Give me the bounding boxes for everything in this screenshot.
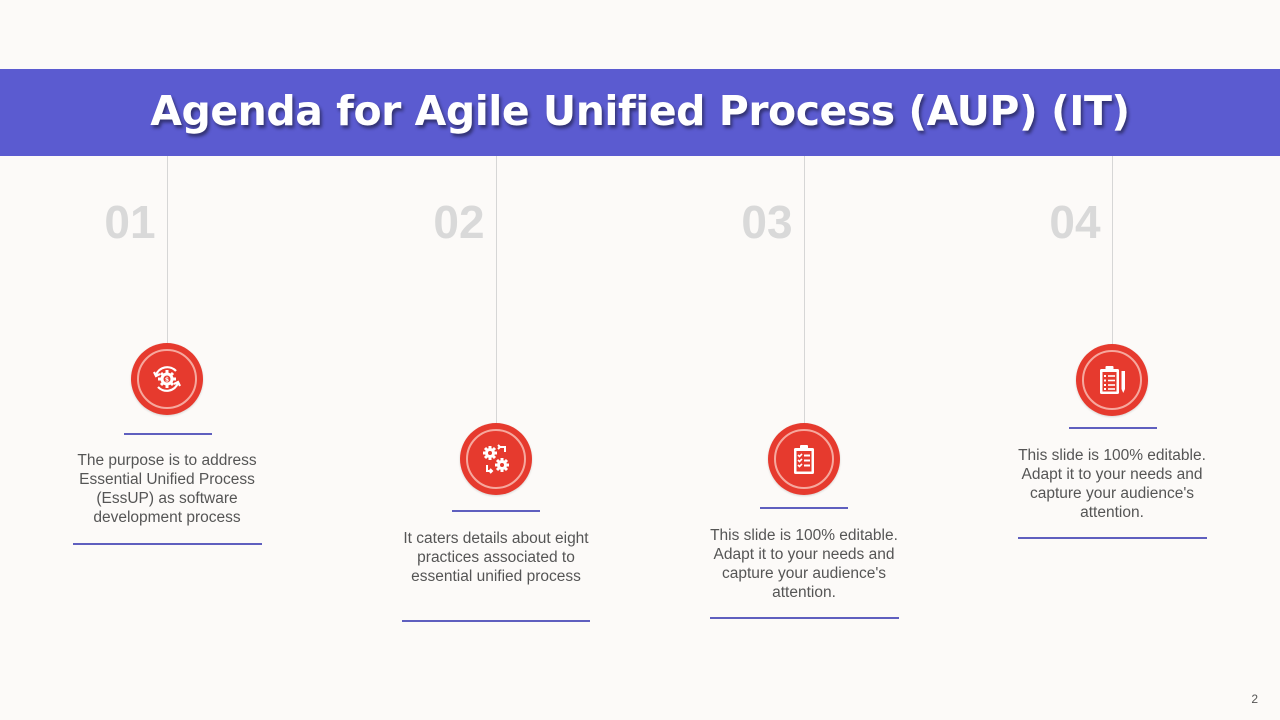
long-divider-1 [73, 543, 262, 545]
agenda-text-3: This slide is 100% editable. Adapt it to… [710, 527, 898, 601]
short-divider-2 [452, 510, 540, 512]
agenda-icon-circle-4 [1076, 344, 1148, 416]
agenda-icon-circle-3 [768, 423, 840, 495]
slide-title: Agenda for Agile Unified Process (AUP) (… [150, 86, 1130, 135]
title-banner: Agenda for Agile Unified Process (AUP) (… [0, 69, 1280, 156]
agenda-text-4: This slide is 100% editable. Adapt it to… [1018, 447, 1206, 521]
long-divider-3 [710, 617, 899, 619]
gears-exchange-icon [483, 444, 509, 474]
long-divider-4 [1018, 537, 1207, 539]
agenda-icon-circle-2 [460, 423, 532, 495]
long-divider-2 [402, 620, 590, 622]
connector-line-1 [167, 156, 168, 344]
svg-text:$: $ [165, 377, 169, 384]
agenda-number-2: 02 [433, 196, 485, 248]
connector-line-4 [1112, 156, 1113, 344]
connector-line-3 [804, 156, 805, 424]
agenda-number-3: 03 [741, 196, 793, 248]
short-divider-4 [1069, 427, 1157, 429]
agenda-icon-circle-1: $ [131, 343, 203, 415]
clipboard-pen-icon [1100, 366, 1125, 394]
connector-line-2 [496, 156, 497, 424]
agenda-number-1: 01 [104, 196, 156, 248]
agenda-number-4: 04 [1049, 196, 1101, 248]
clipboard-checklist-icon [794, 445, 814, 474]
agenda-text-2: It caters details about eight practices … [403, 530, 589, 585]
gear-dollar-cycle-icon: $ [153, 366, 181, 392]
short-divider-3 [760, 507, 848, 509]
short-divider-1 [124, 433, 212, 435]
page-number: 2 [1251, 692, 1258, 706]
agenda-text-1: The purpose is to address Essential Unif… [77, 452, 257, 526]
